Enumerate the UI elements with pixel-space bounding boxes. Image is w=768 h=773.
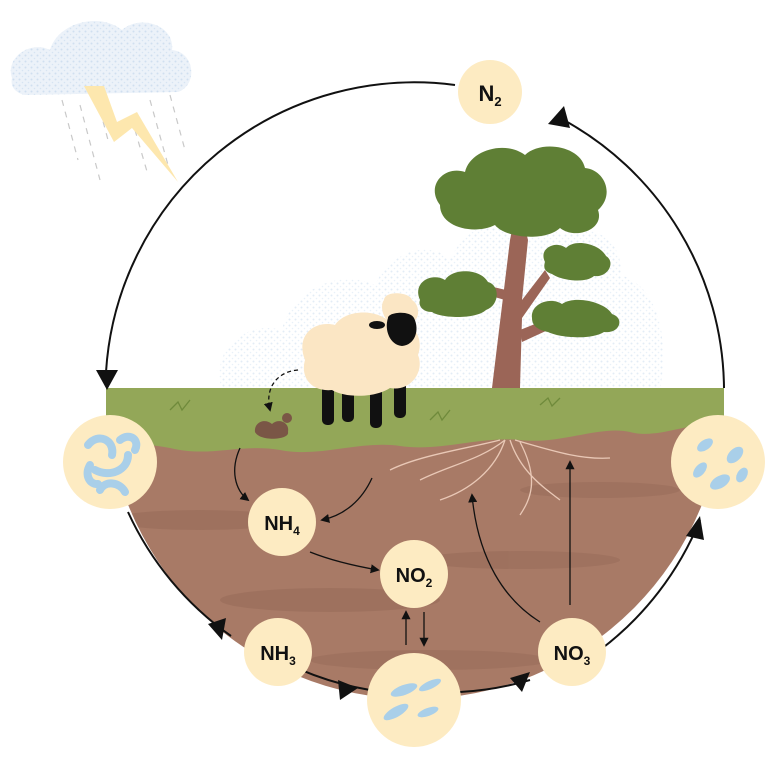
lightning-bolt-icon	[84, 86, 178, 182]
storm-cloud-icon	[10, 20, 192, 181]
svg-text:NO3: NO3	[554, 643, 591, 668]
tree-roots	[389, 439, 611, 516]
process-arrows	[234, 369, 575, 647]
svg-text:NH4: NH4	[264, 513, 300, 538]
node-n2: N2	[458, 60, 522, 124]
bacteria-icon-left	[63, 415, 157, 509]
bacteria-icon-bottom	[367, 653, 461, 747]
cycle-arrowheads	[96, 106, 704, 700]
node-nh3: NH3	[244, 618, 312, 686]
sheep-icon	[302, 293, 420, 428]
cycle-ring	[105, 81, 725, 693]
node-no3: NO3	[538, 618, 606, 686]
node-nh4: NH4	[248, 488, 316, 556]
svg-text:N2: N2	[478, 81, 501, 109]
bacteria-icon-right	[671, 415, 765, 509]
tree-icon	[418, 146, 620, 388]
svg-text:NH3: NH3	[260, 643, 296, 668]
svg-text:NO2: NO2	[396, 565, 433, 590]
node-no2: NO2	[380, 540, 448, 608]
dung-icon	[254, 413, 292, 439]
